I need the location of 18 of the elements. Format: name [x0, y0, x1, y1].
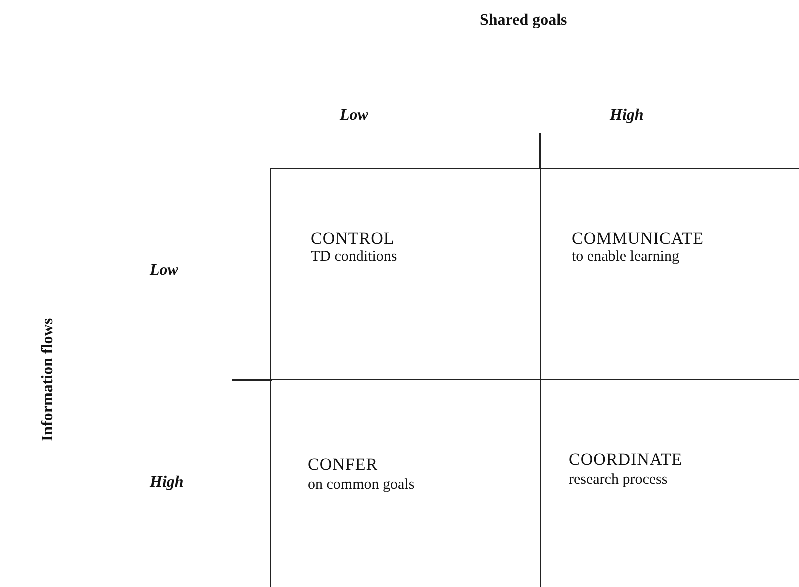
row-label: High — [150, 474, 184, 492]
axis-title: Information flows — [39, 318, 58, 442]
column-label: High — [610, 107, 644, 125]
row-label: Low — [150, 262, 178, 280]
quadrant-heading: CONTROL — [311, 229, 395, 249]
quadrant-description: TD conditions — [311, 249, 398, 266]
quadrant-cell — [540, 168, 799, 380]
quadrant-heading: CONFER — [308, 455, 378, 475]
quadrant-description: to enable learning — [572, 249, 680, 266]
quadrant-cell — [270, 168, 540, 380]
quadrant-heading: COMMUNICATE — [572, 229, 704, 249]
column-label: Low — [340, 107, 368, 125]
quadrant-description: research process — [569, 472, 668, 489]
quadrant-cell — [270, 379, 540, 587]
quadrant-description: on common goals — [308, 477, 415, 494]
quadrant-cell — [540, 379, 799, 587]
axis-title: Shared goals — [480, 12, 568, 30]
quadrant-heading: COORDINATE — [569, 450, 683, 470]
